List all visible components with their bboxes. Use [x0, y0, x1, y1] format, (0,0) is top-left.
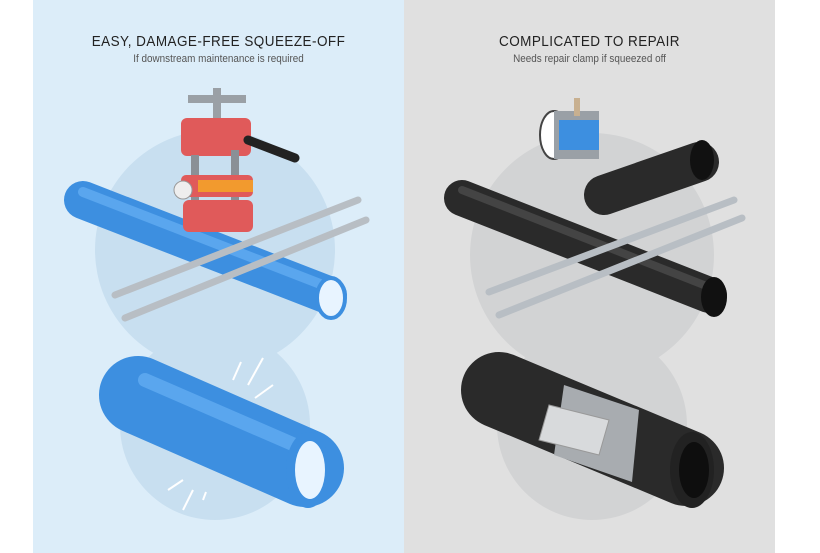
squeeze-off-illustration [64, 88, 370, 520]
right-panel-other-pipe: COMPLICATED TO REPAIR Needs repair clamp… [404, 0, 775, 553]
blue-pipe-restored [99, 356, 344, 508]
black-pipe-damaged [444, 180, 727, 317]
squeeze-tool-rods [111, 196, 370, 322]
right-panel-subtitle: Needs repair clamp if squeezed off [513, 53, 666, 65]
right-panel-title: COMPLICATED TO REPAIR [499, 33, 680, 50]
squeeze-off-tool [173, 88, 300, 232]
left-panel-pe-pipe: EASY, DAMAGE-FREE SQUEEZE-OFF If downstr… [33, 0, 404, 553]
repair-clamp-roll [539, 98, 599, 160]
repair-illustration [444, 98, 746, 520]
left-panel-subtitle: If downstream maintenance is required [133, 53, 304, 65]
repair-clamp [538, 385, 639, 482]
black-short-pipe [584, 140, 719, 215]
blue-pipe-squeezed [64, 181, 347, 320]
left-panel-title: EASY, DAMAGE-FREE SQUEEZE-OFF [91, 33, 346, 50]
squeeze-tool-rods [485, 196, 746, 319]
rebound-lines [167, 357, 274, 511]
